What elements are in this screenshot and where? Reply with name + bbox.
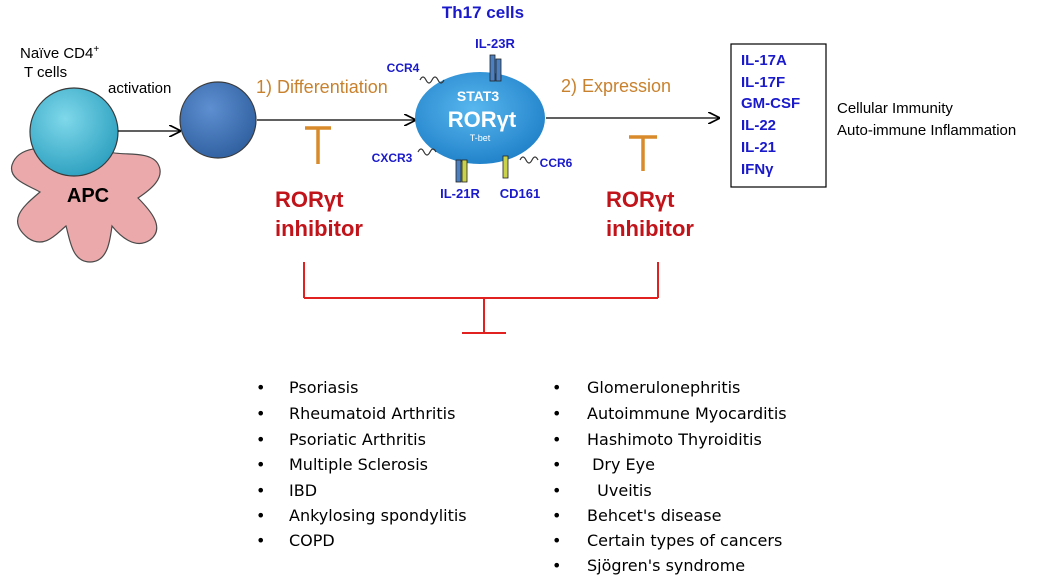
rorgt-label: RORγt [448,107,517,132]
bullet: • [552,556,561,575]
disease-list-right: • Glomerulonephritis • Autoimmune Myocar… [552,378,787,575]
bullet: • [552,455,561,474]
naive-t-cell [29,87,119,177]
bullet: • [256,481,265,500]
il23r-label: IL-23R [475,36,515,51]
activation-label: activation [108,80,171,97]
inhibitor-bracket [303,262,659,334]
list-item: Multiple Sclerosis [289,455,428,474]
list-item: Autoimmune Myocarditis [587,404,787,423]
inhibitor-right-line2: inhibitor [606,216,694,241]
list-item: Ankylosing spondylitis [289,506,467,525]
outcome-line2: Auto-immune Inflammation [837,122,1016,139]
bullet: • [256,506,265,525]
list-item: Certain types of cancers [587,531,782,550]
ccr4-receptor [419,76,445,84]
cytokine-item: GM-CSF [741,95,800,112]
inhibitor-left-line2: inhibitor [275,216,363,241]
il21r-receptor-b [461,159,468,183]
inhibit-symbol-right [629,135,657,171]
cytokine-item: IL-17A [741,52,787,69]
il23r-receptor [489,54,496,82]
cytokine-item: IL-21 [741,139,776,156]
th17-cell [415,72,545,164]
naive-label-line2: T cells [24,64,67,81]
bullet: • [552,506,561,525]
inhibit-symbol-left [305,126,331,164]
bullet: • [552,481,561,500]
bullet: • [256,404,265,423]
ccr6-label: CCR6 [540,156,573,170]
th17-title: Th17 cells [442,3,524,22]
naive-label: Naïve CD4+ [20,44,99,62]
list-item: Psoriasis [289,378,358,397]
list-item: Sjögren's syndrome [587,556,745,575]
cd161-receptor [502,155,509,179]
cxcr3-receptor [417,148,437,156]
ccr6-receptor [519,156,539,164]
cytokine-item: IL-22 [741,117,776,134]
cxcr3-label: CXCR3 [372,151,413,165]
bullet: • [256,430,265,449]
cytokine-list: IL-17A IL-17F GM-CSF IL-22 IL-21 IFNγ [741,52,800,178]
cytokine-box [730,43,827,188]
list-item: Behcet's disease [587,506,721,525]
bullet: • [256,378,265,397]
apc-cell [11,147,161,263]
ccr4-label: CCR4 [387,61,420,75]
cd161-label: CD161 [500,186,540,201]
list-item: COPD [289,531,335,550]
list-item: Glomerulonephritis [587,378,740,397]
activated-t-cell [179,81,257,159]
step-differentiation: 1) Differentiation [256,77,388,97]
apc-label: APC [67,185,109,207]
step-expression: 2) Expression [561,76,671,96]
stat3-label: STAT3 [457,88,499,104]
disease-list-left: • Psoriasis • Rheumatoid Arthritis • Pso… [256,378,467,550]
list-item: Uveitis [587,481,652,500]
bullet: • [256,455,265,474]
inhibitor-right-line1: RORγt [606,187,675,212]
outcome-line1: Cellular Immunity [837,100,953,117]
bullet: • [552,378,561,397]
bullet: • [552,531,561,550]
cytokine-item: IL-17F [741,74,785,91]
list-item: Rheumatoid Arthritis [289,404,455,423]
il21r-label: IL-21R [440,186,480,201]
bullet: • [256,531,265,550]
il23r-receptor-b [495,58,502,82]
list-item: IBD [289,481,317,500]
cytokine-item: IFNγ [741,161,774,178]
bullet: • [552,430,561,449]
list-item: Dry Eye [587,455,655,474]
inhibitor-left-line1: RORγt [275,187,344,212]
tbet-label: T-bet [470,133,491,143]
il21r-receptor [455,159,462,183]
list-item: Hashimoto Thyroiditis [587,430,762,449]
bullet: • [552,404,561,423]
list-item: Psoriatic Arthritis [289,430,426,449]
